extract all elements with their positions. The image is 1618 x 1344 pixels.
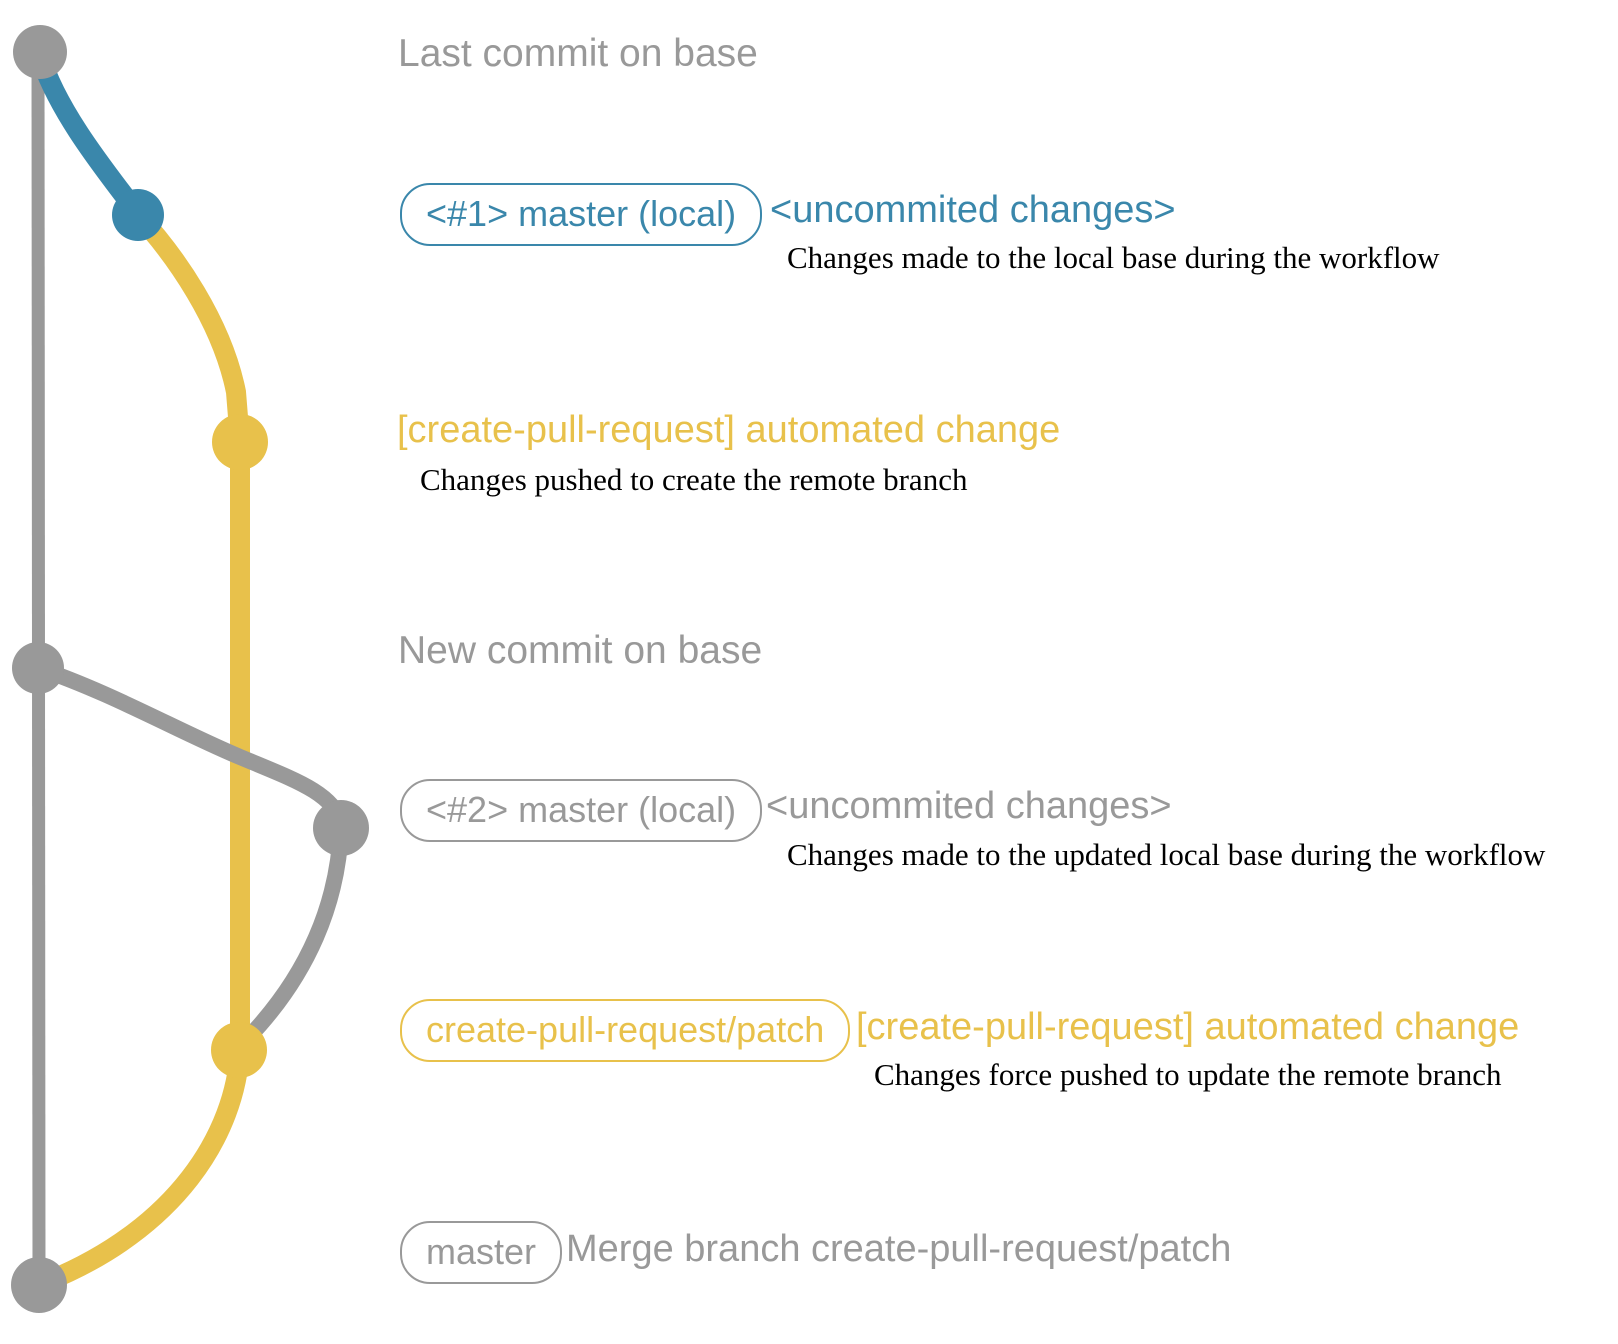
force-push-line xyxy=(240,827,349,1046)
commit-description-automated-change-1: Changes pushed to create the remote bran… xyxy=(420,462,968,497)
git-graph xyxy=(11,25,369,1313)
commit-title-uncommitted-2: <uncommited changes> xyxy=(766,785,1172,827)
label-last-commit-on-base: Last commit on base xyxy=(398,32,758,75)
commit-dot-local-uncommitted-2 xyxy=(313,800,369,856)
uncommitted-branch-line-2 xyxy=(35,660,349,827)
commit-description-uncommitted-1: Changes made to the local base during th… xyxy=(787,240,1440,275)
commit-dot-create-pull-request-push-2 xyxy=(211,1022,267,1078)
uncommitted-branch-line-1 xyxy=(30,51,144,218)
commit-description-uncommitted-2: Changes made to the updated local base d… xyxy=(787,837,1546,872)
branch-badge-create-pull-request-patch: create-pull-request/patch xyxy=(400,999,851,1062)
commit-dot-new-commit-on-base xyxy=(12,642,64,694)
branch-badge-master: master xyxy=(400,1221,563,1284)
commit-dot-merge-commit xyxy=(11,1257,67,1313)
commit-title-automated-change-2: [create-pull-request] automated change xyxy=(856,1006,1520,1048)
commit-title-uncommitted-1: <uncommited changes> xyxy=(770,189,1176,231)
commit-dot-last-commit-on-base xyxy=(13,25,67,79)
commit-title-automated-change-1: [create-pull-request] automated change xyxy=(397,409,1061,451)
label-new-commit-on-base: New commit on base xyxy=(398,629,763,672)
commit-dot-create-pull-request-push-1 xyxy=(212,414,268,470)
commit-description-automated-change-2: Changes force pushed to update the remot… xyxy=(874,1057,1502,1092)
commit-title-merge: Merge branch create-pull-request/patch xyxy=(566,1228,1232,1270)
branch-badge-master-local-1: <#1> master (local) xyxy=(400,183,763,246)
commit-dot-local-uncommitted-1 xyxy=(112,189,164,241)
branch-badge-master-local-2: <#2> master (local) xyxy=(400,779,763,842)
